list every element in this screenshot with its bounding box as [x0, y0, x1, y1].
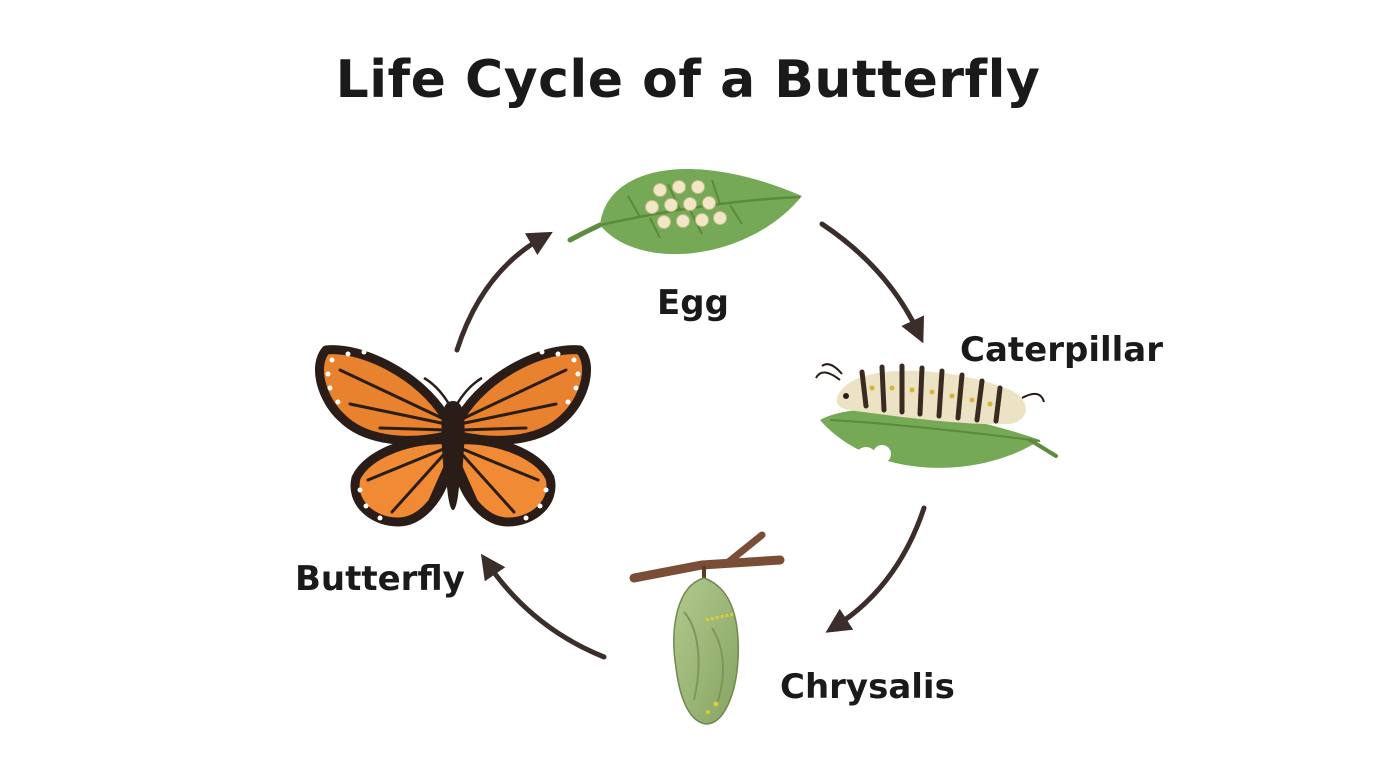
egg-cluster — [645, 180, 727, 229]
arrow-butterfly-to-egg — [454, 231, 553, 353]
stage-label-butterfly: Butterfly — [295, 559, 465, 599]
caterpillar-illustration — [815, 363, 1058, 469]
cycle-arrows — [454, 221, 927, 660]
stage-label-caterpillar: Caterpillar — [960, 330, 1163, 370]
arrow-caterpillar-to-chrysalis — [825, 505, 927, 633]
caterpillar-body — [815, 363, 1045, 425]
chrysalis-illustration — [629, 531, 785, 725]
chrysalis-pod — [673, 577, 740, 725]
arrow-chrysalis-to-butterfly — [480, 553, 607, 660]
branch — [629, 555, 785, 583]
stage-label-egg: Egg — [657, 283, 729, 323]
egg-leaf-illustration — [567, 169, 802, 255]
stage-label-chrysalis: Chrysalis — [780, 667, 955, 707]
butterfly-illustration — [315, 345, 591, 527]
diagram-title: Life Cycle of a Butterfly — [335, 50, 1041, 110]
arrow-egg-to-caterpillar — [819, 221, 925, 344]
